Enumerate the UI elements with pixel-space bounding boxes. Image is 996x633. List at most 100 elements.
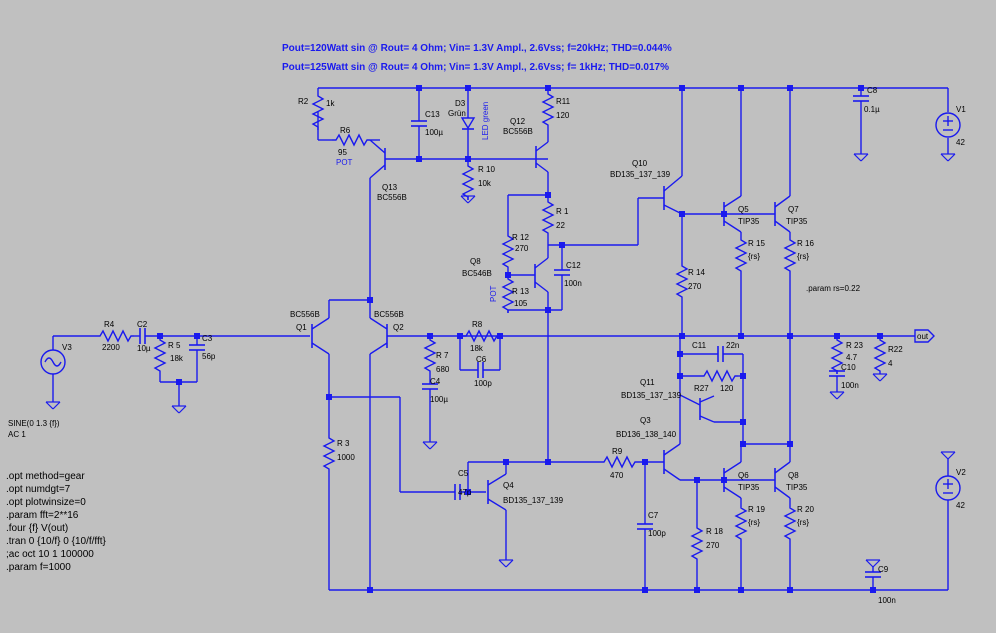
resistor-r9	[599, 456, 664, 468]
param-rs: .param rs=0.22	[806, 284, 861, 293]
capacitor-c8	[853, 88, 869, 162]
capacitor-c10	[829, 370, 845, 400]
r10-value: 10k	[478, 179, 492, 188]
r7-label: R 7	[436, 351, 449, 360]
q6-label: Q6	[738, 471, 749, 480]
q1-label: Q1	[296, 323, 307, 332]
r13-pot-label: POT	[489, 285, 498, 302]
capacitor-c2	[139, 328, 310, 344]
r19-value: {rs}	[748, 518, 760, 527]
capacitor-c6	[459, 336, 501, 378]
q12-label: Q12	[510, 117, 526, 126]
resistor-r11	[542, 89, 554, 142]
r4-label: R4	[104, 320, 115, 329]
resistor-r19	[735, 503, 747, 590]
r22-label: R22	[888, 345, 903, 354]
c12-value: 100n	[564, 279, 582, 288]
r11-label: R11	[556, 97, 571, 106]
c2-label: C2	[137, 320, 148, 329]
q7-value: TIP35	[786, 217, 808, 226]
c3-label: C3	[202, 334, 213, 343]
r20-value: {rs}	[797, 518, 809, 527]
voltage-source-v1	[935, 112, 961, 162]
q8b-value: TIP35	[786, 483, 808, 492]
out-label: out	[917, 332, 929, 341]
r23-value: 4.7	[846, 353, 858, 362]
resistor-r4	[95, 330, 140, 342]
r2-label: R2	[298, 97, 309, 106]
c6-value: 100p	[474, 379, 492, 388]
r16-label: R 16	[797, 239, 814, 248]
c7-value: 100p	[648, 529, 666, 538]
q3-value: BD136_138_140	[616, 430, 677, 439]
c12-label: C12	[566, 261, 581, 270]
d3-led-label: LED green	[481, 102, 490, 140]
r6-label: R6	[340, 126, 351, 135]
d3-value: Grün	[448, 109, 466, 118]
q4-label: Q4	[503, 481, 514, 490]
transistor-q4	[487, 459, 600, 568]
r15-value: {rs}	[748, 252, 760, 261]
q11-value: BD135_137_139	[621, 391, 682, 400]
c2-value: 10µ	[137, 344, 151, 353]
bottom-rail	[329, 587, 948, 593]
r27-value: 120	[720, 384, 734, 393]
header-line-1: Pout=120Watt sin @ Rout= 4 Ohm; Vin= 1.3…	[282, 43, 672, 54]
capacitor-c13	[411, 88, 548, 162]
top-rail	[318, 87, 949, 154]
transistor-q8-tip35	[774, 336, 791, 504]
r13-label: R 13	[512, 287, 529, 296]
spice-line: .param f=1000	[6, 562, 71, 573]
spice-line: .opt plotwinsize=0	[6, 497, 86, 508]
v1-value: 42	[956, 138, 965, 147]
capacitor-c3	[189, 336, 205, 382]
c9-label: C9	[878, 565, 889, 574]
c10-value: 100n	[841, 381, 859, 390]
r5-label: R 5	[168, 341, 181, 350]
q7-label: Q7	[788, 205, 799, 214]
transistor-q1	[311, 297, 373, 434]
r7-value: 680	[436, 365, 450, 374]
c13-value: 100µ	[425, 128, 443, 137]
q2-label: Q2	[393, 323, 404, 332]
q11-label: Q11	[640, 378, 655, 387]
capacitor-c12	[554, 245, 570, 310]
r3-label: R 3	[337, 439, 350, 448]
r5-value: 18k	[170, 354, 184, 363]
capacitor-c11	[677, 346, 744, 376]
header-line-2: Pout=125Watt sin @ Rout= 4 Ohm; Vin= 1.3…	[282, 62, 669, 73]
q8b-label: Q8	[788, 471, 799, 480]
q13-value: BC556B	[377, 193, 407, 202]
q6-value: TIP35	[738, 483, 760, 492]
c4-label: C4	[430, 377, 441, 386]
spice-line: .tran 0 {10/f} 0 {10/f/fft}	[6, 536, 107, 547]
capacitor-c9	[865, 559, 881, 590]
capacitor-c4	[422, 383, 438, 450]
r3-value: 1000	[337, 453, 355, 462]
r18-value: 270	[706, 541, 720, 550]
transistor-q10	[663, 88, 724, 217]
r23-label: R 23	[846, 341, 863, 350]
q8-value: BC546B	[462, 269, 492, 278]
v3-value-ac: AC 1	[8, 430, 26, 439]
q1-value: BC556B	[290, 310, 320, 319]
led-d3	[460, 88, 476, 159]
r1-value: 22	[556, 221, 565, 230]
c8-label: C8	[867, 86, 878, 95]
capacitor-c7	[637, 462, 653, 590]
r18-label: R 18	[706, 527, 723, 536]
q5-label: Q5	[738, 205, 749, 214]
r27-label: R27	[694, 384, 709, 393]
resistor-r10	[460, 161, 476, 204]
q2-value: BC556B	[374, 310, 404, 319]
c11-label: C11	[692, 341, 707, 350]
q13-label: Q13	[382, 183, 398, 192]
spice-line: .four {f} V(out)	[6, 523, 68, 534]
r14-label: R 14	[688, 268, 705, 277]
q8-label: Q8	[470, 257, 481, 266]
r8-value: 18k	[470, 344, 484, 353]
q5-value: TIP35	[738, 217, 760, 226]
v3-value-sine: SINE(0 1.3 {f})	[8, 419, 60, 428]
r15-label: R 15	[748, 239, 765, 248]
